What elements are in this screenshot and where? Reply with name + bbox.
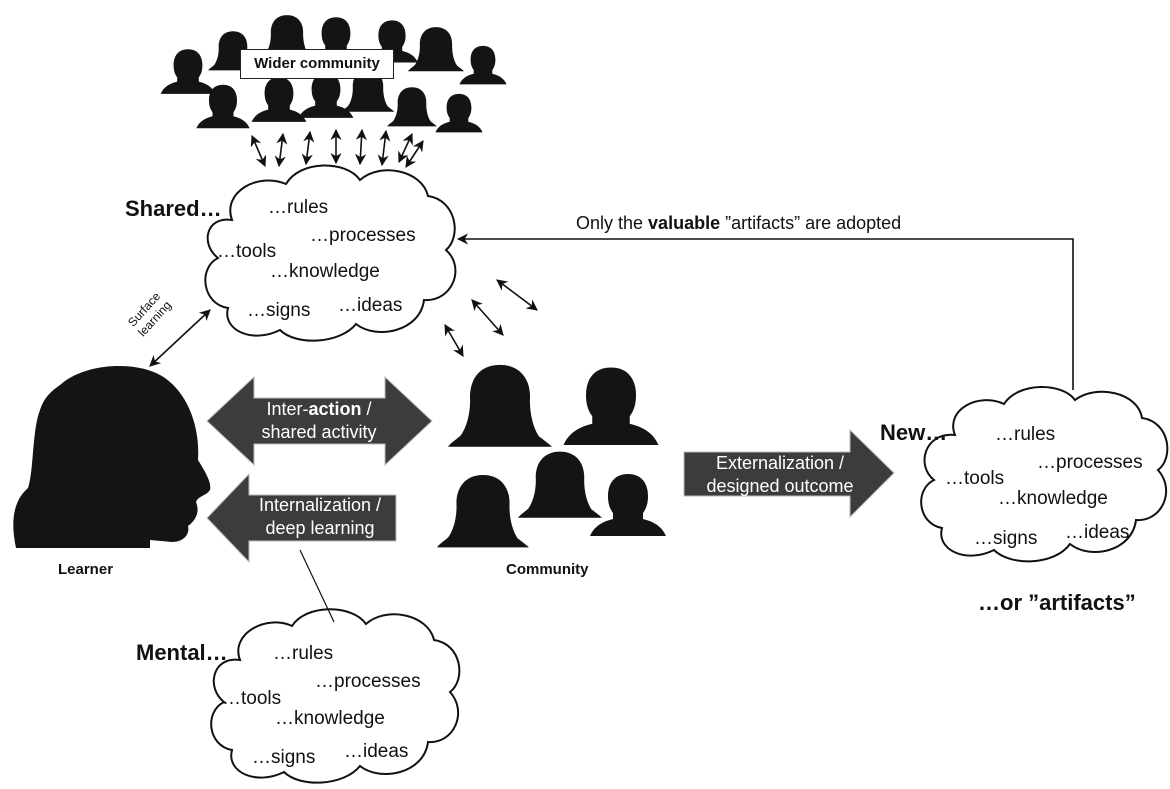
- shared-knowledge: …knowledge: [270, 261, 380, 282]
- new-tools: …tools: [945, 468, 1005, 489]
- shared-heading: Shared…: [125, 196, 222, 221]
- community-label: Community: [506, 561, 589, 578]
- mental-rules: …rules: [273, 643, 334, 664]
- new-rules: …rules: [995, 424, 1056, 445]
- community-shared-arrows: [444, 279, 538, 357]
- new-heading: New…: [880, 420, 948, 445]
- interaction-arrow[interactable]: [206, 375, 433, 467]
- shared-tools: …tools: [217, 241, 277, 262]
- shared-cloud-shape: [204, 164, 457, 342]
- mental-cloud-shape: [210, 608, 461, 784]
- shared-signs: …signs: [247, 300, 311, 321]
- mental-tools: …tools: [222, 688, 282, 709]
- shared-ideas: …ideas: [338, 295, 403, 316]
- learner-label: Learner: [58, 561, 114, 578]
- wider-community-arrows: [250, 128, 424, 168]
- community-silhouettes: [437, 364, 666, 548]
- artifacts-caption: …or ”artifacts”: [978, 590, 1136, 615]
- mental-heading: Mental…: [136, 640, 228, 665]
- interaction-arrow-label: Inter-action / shared activity: [261, 399, 377, 442]
- new-knowledge: …knowledge: [998, 488, 1108, 509]
- new-ideas: …ideas: [1065, 522, 1130, 543]
- new-processes: …processes: [1037, 452, 1143, 473]
- internalization-arrow-label: Internalization / deep learning: [258, 495, 382, 538]
- externalization-arrow-label: Externalization / designed outcome: [706, 453, 854, 496]
- internalization-arrow[interactable]: [206, 472, 397, 564]
- mental-ideas: …ideas: [344, 741, 409, 762]
- adoption-arrow: [456, 233, 1074, 390]
- mental-connector-line: [299, 549, 335, 623]
- surface-learning-arrow: [149, 309, 211, 367]
- learner-silhouette: [13, 365, 211, 548]
- mental-signs: …signs: [252, 747, 316, 768]
- mental-knowledge: …knowledge: [275, 708, 385, 729]
- new-signs: …signs: [974, 528, 1038, 549]
- externalization-arrow[interactable]: [683, 428, 895, 519]
- shared-rules: …rules: [268, 197, 329, 218]
- adopted-label: Only the valuable ”artifacts” are adopte…: [576, 213, 902, 233]
- shared-processes: …processes: [310, 225, 416, 246]
- new-cloud-shape: [920, 386, 1169, 563]
- wider-community-label: Wider community: [240, 49, 394, 79]
- mental-processes: …processes: [315, 671, 421, 692]
